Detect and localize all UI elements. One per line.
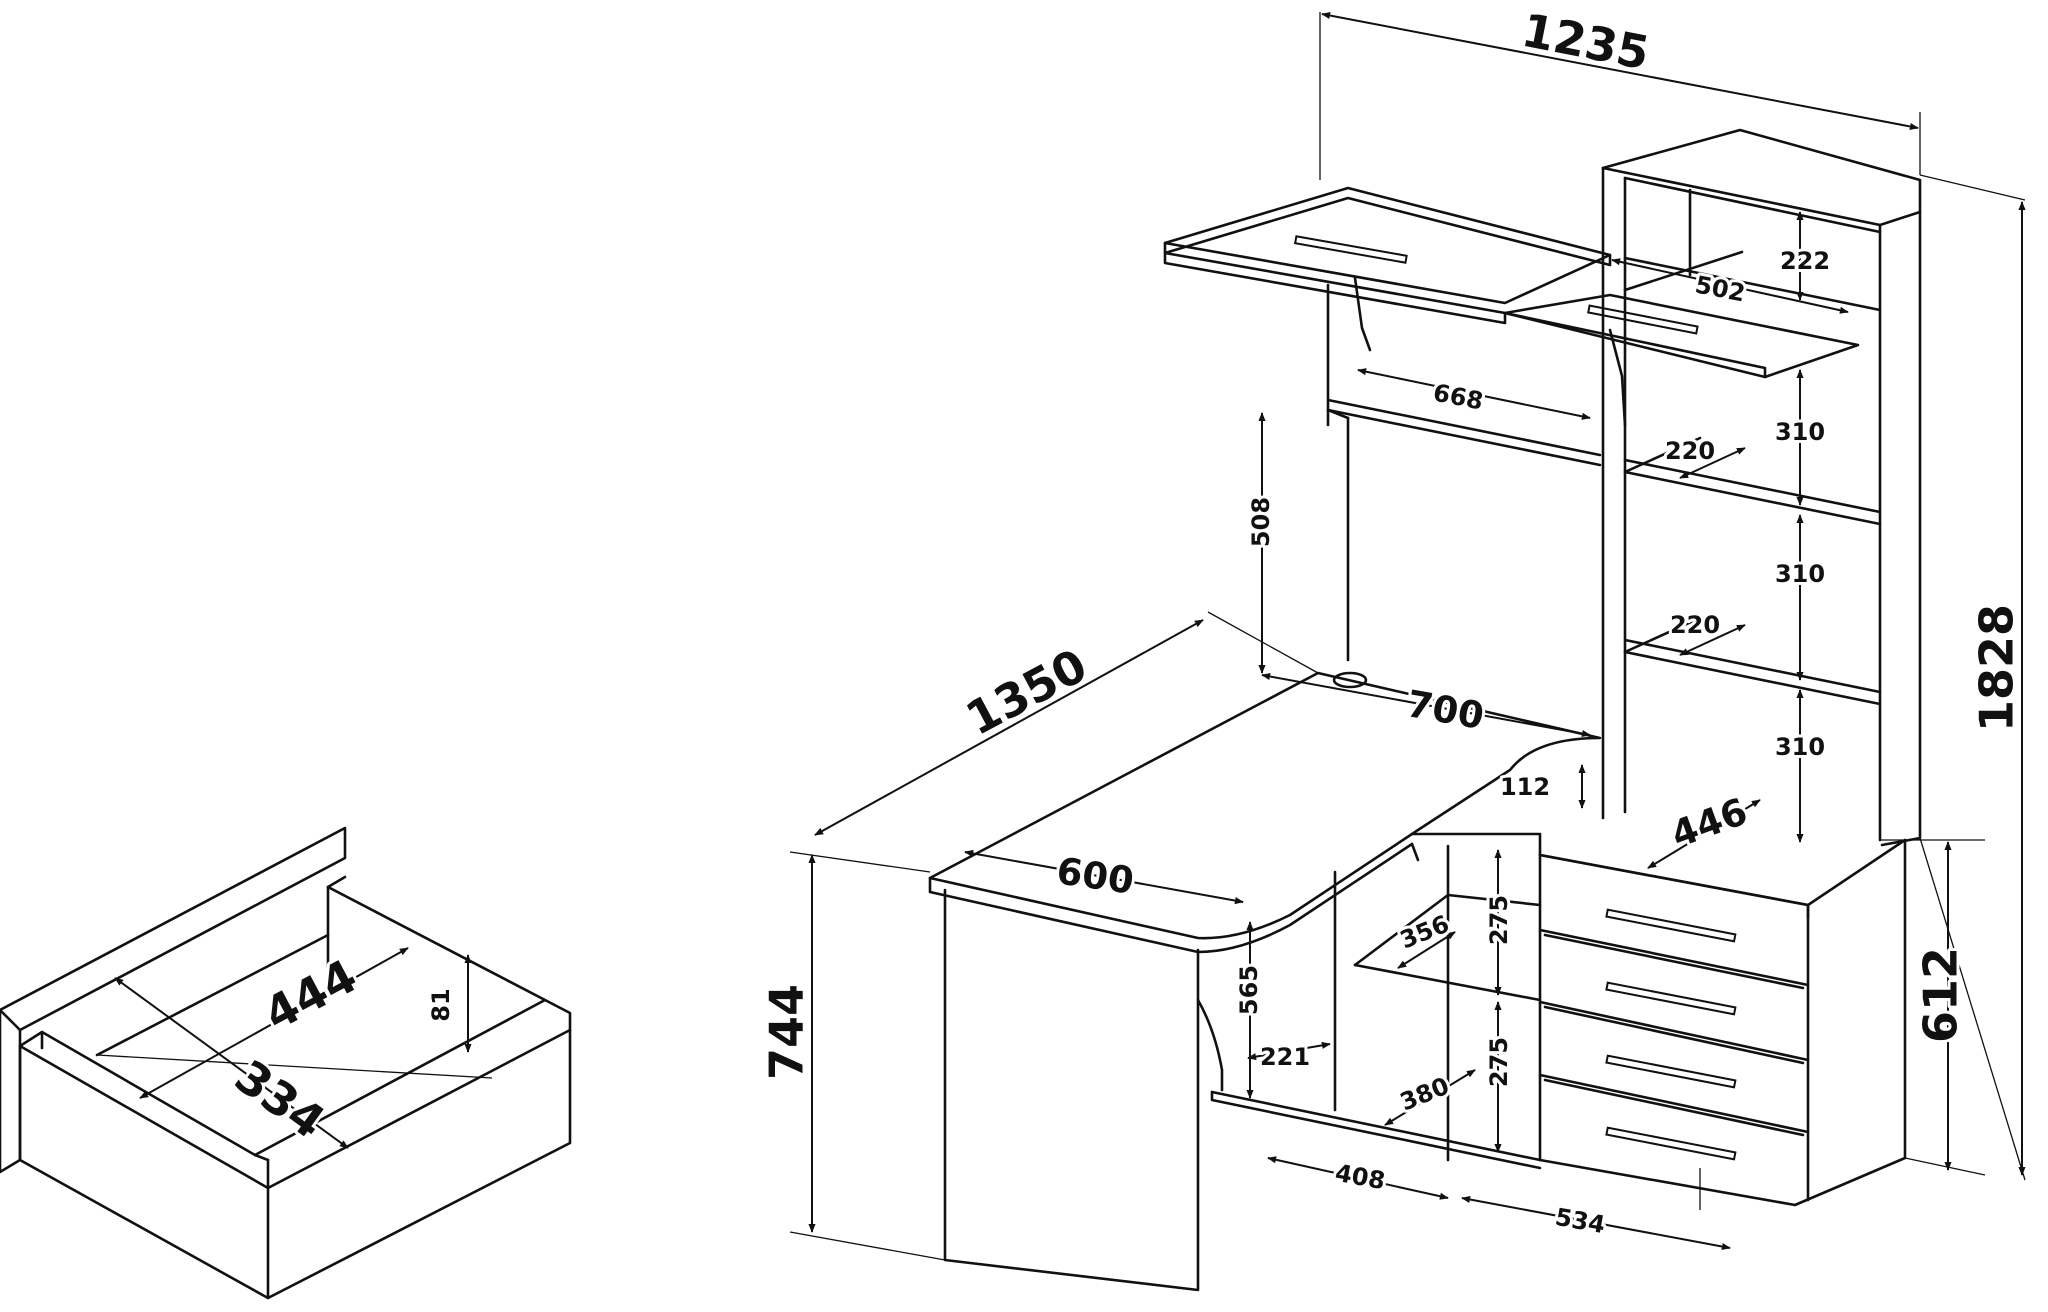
cabinet-bottom: [1210, 1090, 1542, 1162]
dim-drawer-inner-width: 334: [225, 1049, 334, 1149]
dim-total-height: 1828: [1970, 604, 2024, 732]
dimension-labels: 1235 1828 612 744 1350 700 508 668 502 2…: [222, 0, 2026, 1242]
desk-illustration: [928, 128, 1922, 1292]
left-flip-door: [1163, 251, 1507, 325]
cabinet-top: [1410, 832, 1810, 920]
left-leg-panel: [943, 888, 1200, 1292]
dim-base-width-2: 534: [1553, 1203, 1607, 1239]
dim-top-cell-height: 222: [1780, 247, 1830, 275]
dim-hutch-clearance: 508: [1247, 497, 1275, 547]
dim-base-width-1: 408: [1333, 1159, 1387, 1195]
dim-desk-height: 744: [760, 984, 814, 1080]
dimension-lines: [114, 11, 2026, 1261]
right-gas-strut: [1608, 328, 1627, 427]
dim-leg-depth: 221: [1260, 1043, 1310, 1071]
drawer-handle-2: [1605, 981, 1737, 1016]
hutch-left-upright: [1326, 283, 1602, 467]
dim-hutch-span: 700: [1404, 682, 1488, 738]
drawer-handle-4: [1605, 1126, 1737, 1161]
open-shelf: [1353, 893, 1542, 967]
dim-corner-offset: 112: [1500, 773, 1550, 801]
dim-top-shelf-width: 668: [1431, 378, 1486, 415]
dim-open-shelf-height-2: 275: [1485, 1037, 1513, 1087]
drawer-illustration: [0, 826, 572, 1300]
right-flip-door: [1503, 293, 1860, 379]
dim-total-width: 1235: [1518, 3, 1654, 80]
dim-shelf-height-3: 310: [1775, 733, 1825, 761]
dim-drawer-height: 81: [427, 988, 455, 1021]
desktop-surface: [928, 671, 1602, 940]
dim-left-depth: 600: [1054, 849, 1136, 902]
dim-top-cell-width: 502: [1693, 270, 1748, 307]
dim-open-shelf-height-1: 275: [1485, 895, 1513, 945]
dim-bottom-depth: 380: [1396, 1072, 1453, 1117]
drawer-left-side-top: [326, 885, 547, 1002]
left-gas-strut: [1353, 276, 1372, 352]
drawer-unit: [1538, 838, 1907, 1207]
drawer-handle-1: [1605, 908, 1737, 943]
shelf-lower: [1623, 638, 1882, 694]
dim-shelf-depth-2: 220: [1670, 611, 1720, 639]
shelf-upper: [1623, 458, 1882, 514]
dim-shelf-height-2: 310: [1775, 560, 1825, 588]
drawer-right-side: [266, 1028, 572, 1300]
dim-desk-length: 1350: [957, 638, 1095, 746]
dim-right-depth: 446: [1666, 790, 1753, 857]
dim-open-shelf-depth: 356: [1396, 910, 1453, 955]
dim-right-section-height: 612: [1914, 947, 1968, 1043]
left-door-handle: [1293, 235, 1408, 264]
dim-shelf-depth-1: 220: [1665, 437, 1715, 465]
drawer-handle-3: [1605, 1054, 1737, 1089]
dim-shelf-height-1: 310: [1775, 418, 1825, 446]
dim-drawer-inner-length: 444: [255, 949, 365, 1042]
dim-knee-height: 565: [1235, 965, 1263, 1015]
